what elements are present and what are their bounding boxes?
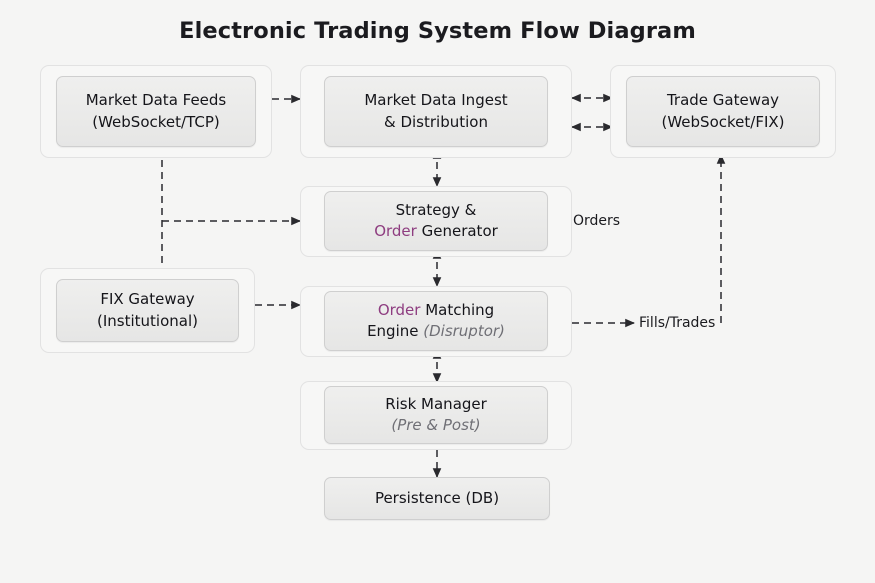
node-line-secondary: Order Generator [374, 221, 498, 242]
node-qualifier: (Pre & Post) [391, 416, 481, 434]
node-risk-manager[interactable]: Risk Manager (Pre & Post) [324, 386, 548, 444]
node-line-primary: Risk Manager [385, 394, 487, 413]
node-line-secondary: (Institutional) [97, 311, 198, 330]
node-line-primary-rest: Matching [420, 300, 495, 319]
node-line-primary: FIX Gateway [100, 290, 195, 309]
node-persistence[interactable]: Persistence (DB) [324, 477, 550, 520]
node-line-primary: Market Data Feeds [85, 91, 227, 110]
node-line-secondary: & Distribution [384, 112, 488, 131]
node-strategy-order-generator[interactable]: Strategy & Order Generator [324, 191, 548, 251]
node-line-primary: Order Matching [378, 300, 494, 321]
node-line-secondary: (WebSocket/FIX) [661, 112, 785, 131]
edge-label-fills-trades: Fills/Trades [639, 315, 716, 331]
edge-label-orders: Orders [573, 213, 621, 229]
node-line-secondary-rest: Engine [367, 322, 424, 340]
node-qualifier: (Disruptor) [423, 322, 505, 340]
page-title: Electronic Trading System Flow Diagram [179, 18, 696, 44]
node-line-secondary-rest: Generator [416, 222, 498, 240]
node-line-primary: Market Data Ingest [364, 91, 508, 110]
node-order-matching-engine[interactable]: Order Matching Engine (Disruptor) [324, 291, 548, 351]
node-line-secondary: Engine (Disruptor) [367, 321, 505, 342]
node-line-primary: Trade Gateway [666, 91, 780, 110]
node-trade-gateway[interactable]: Trade Gateway (WebSocket/FIX) [626, 76, 820, 147]
node-fix-gateway[interactable]: FIX Gateway (Institutional) [56, 279, 239, 342]
node-line-primary: Persistence (DB) [374, 488, 500, 507]
node-line-primary: Strategy & [395, 200, 477, 219]
accent-term: Order [374, 222, 417, 240]
node-market-data-feeds[interactable]: Market Data Feeds (WebSocket/TCP) [56, 76, 256, 147]
accent-term: Order [377, 300, 421, 319]
node-market-data-ingest[interactable]: Market Data Ingest & Distribution [324, 76, 548, 147]
node-line-secondary: (WebSocket/TCP) [92, 112, 220, 131]
